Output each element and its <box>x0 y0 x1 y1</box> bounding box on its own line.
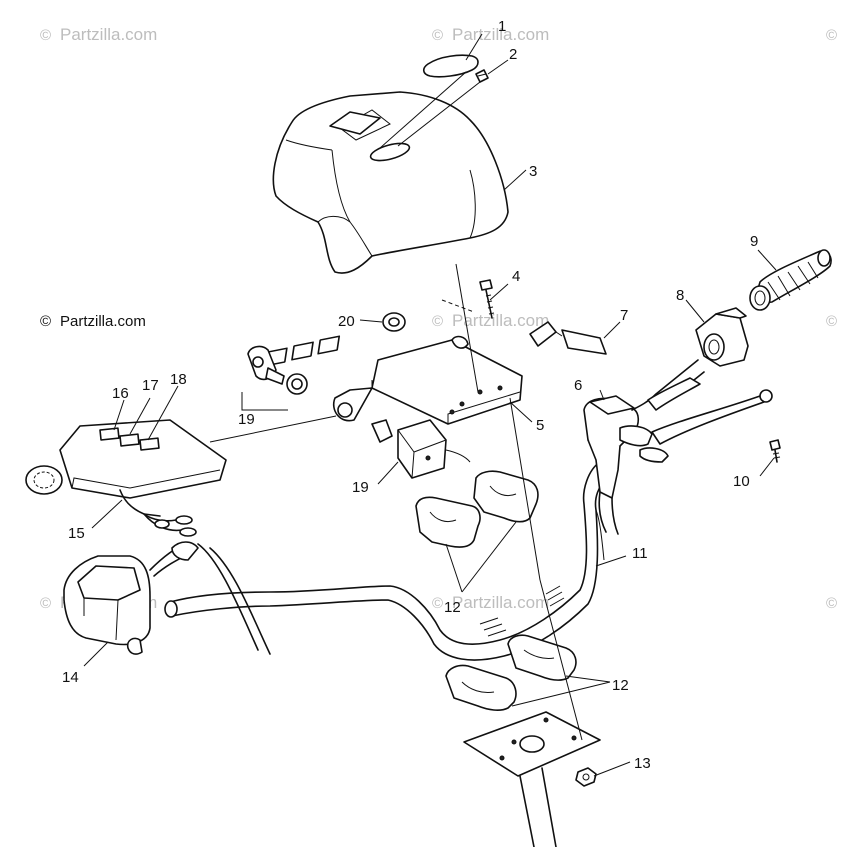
part-10-screw <box>769 439 781 463</box>
part-6-master-cylinder <box>583 389 773 535</box>
callout-12-lower: 12 <box>612 677 629 694</box>
part-12-lower-clamps <box>445 634 577 711</box>
part-15-switch-panel <box>25 419 227 537</box>
callout-5: 5 <box>536 417 544 434</box>
callout-19-upper: 19 <box>238 411 255 428</box>
watermark-text: Partzilla.com <box>452 311 549 330</box>
part-3-handlebar-cover <box>272 91 509 274</box>
part-11-handlebar <box>164 457 611 661</box>
watermark-low-right: © <box>826 595 837 612</box>
callout-12-upper: 12 <box>444 599 461 616</box>
part-12-upper-clamps <box>415 470 539 548</box>
part-4-screw <box>479 279 495 319</box>
part-14-left-switch-housing <box>63 541 199 655</box>
callout-13: 13 <box>634 755 651 772</box>
part-13-nut <box>575 767 597 787</box>
callout-17: 17 <box>142 377 159 394</box>
callout-4: 4 <box>512 268 520 285</box>
callout-2: 2 <box>509 46 517 63</box>
watermark-copyright: © <box>826 313 837 330</box>
callout-16: 16 <box>112 385 129 402</box>
callout-18: 18 <box>170 371 187 388</box>
callout-1: 1 <box>498 18 506 35</box>
watermark-top-center: © Partzilla.com <box>432 25 549 44</box>
watermark-copyright: © <box>40 313 51 330</box>
part-2-bulb <box>475 69 489 83</box>
callout-20: 20 <box>338 313 355 330</box>
leader-lines <box>83 33 777 777</box>
watermark-mid-left: © Partzilla.com <box>40 313 146 330</box>
callout-8: 8 <box>676 287 684 304</box>
callout-15: 15 <box>68 525 85 542</box>
callout-7: 7 <box>620 307 628 324</box>
watermark-text: Partzilla.com <box>452 593 549 612</box>
part-7-brake-switch <box>529 321 607 355</box>
part-19-ignition-switch <box>371 419 471 479</box>
watermark-text: Partzilla.com <box>452 25 549 44</box>
callout-19-lower: 19 <box>352 479 369 496</box>
watermark-text: Partzilla.com <box>60 313 146 330</box>
part-8-switch-housing <box>631 307 749 411</box>
callout-10: 10 <box>733 473 750 490</box>
watermark-copyright: © <box>826 27 837 44</box>
watermark-copyright: © <box>40 595 51 612</box>
callout-9: 9 <box>750 233 758 250</box>
part-20-grommet <box>382 312 406 332</box>
watermark-copyright: © <box>40 27 51 44</box>
watermark-mid-right: © <box>826 313 837 330</box>
watermark-text: Partzilla.com <box>60 25 157 44</box>
callout-3: 3 <box>529 163 537 180</box>
callout-11: 11 <box>632 545 648 562</box>
watermark-top-left: © Partzilla.com <box>40 25 157 44</box>
part-19-switch-upper <box>247 345 308 395</box>
callout-14: 14 <box>62 669 79 686</box>
callout-numbers: 1 2 3 4 5 6 7 8 9 10 11 12 12 13 14 15 1… <box>62 18 758 772</box>
part-9-grip <box>749 249 832 311</box>
callout-6: 6 <box>574 377 582 394</box>
watermark-copyright: © <box>432 313 443 330</box>
watermark-copyright: © <box>432 27 443 44</box>
watermark-top-right: © <box>826 27 837 44</box>
watermark-copyright: © <box>432 595 443 612</box>
watermark-copyright: © <box>826 595 837 612</box>
part-1-indicator-lens <box>422 54 479 78</box>
part-base-plate <box>463 711 601 847</box>
watermark-low-center: © Partzilla.com <box>432 593 549 612</box>
watermark-mid-center: © Partzilla.com <box>432 311 549 330</box>
